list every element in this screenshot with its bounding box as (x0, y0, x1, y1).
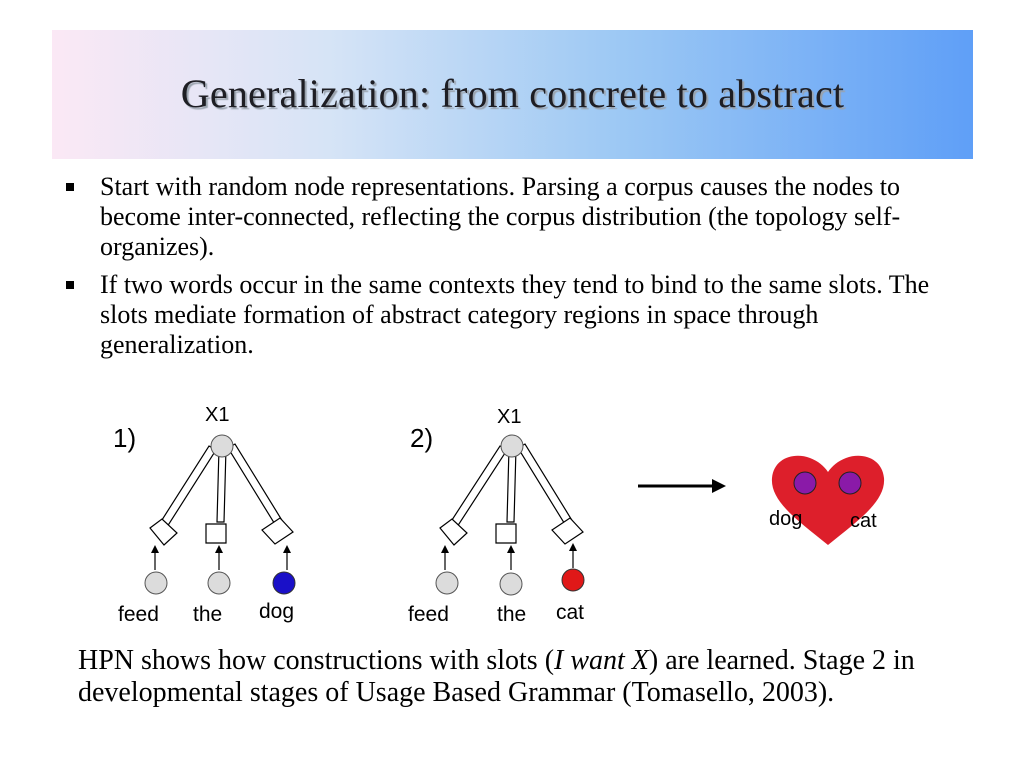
slot-socket (551, 517, 584, 545)
arrowhead-icon (569, 543, 577, 551)
panel-2-top-label: X1 (497, 406, 521, 428)
word-node-cat (561, 568, 585, 592)
merged-node-dog (793, 471, 817, 495)
word-label: feed (408, 603, 449, 626)
panel-2-slot-arms (439, 443, 584, 546)
panel-2-top-node (500, 434, 524, 458)
panel-1: 1) X1 feed the dog (113, 404, 296, 626)
slot-arm (506, 447, 517, 523)
arrowhead-icon (151, 545, 159, 553)
caption-text: ) are learned. Stage 2 in developmental … (78, 645, 915, 708)
title-banner: Generalization: from concrete to abstrac… (52, 30, 973, 159)
slot-arm (517, 443, 574, 527)
panel-1-arrows (154, 550, 288, 570)
slot-socket (261, 517, 294, 545)
bullet-item: If two words occur in the same contexts … (62, 270, 962, 360)
word-label: cat (556, 601, 584, 624)
arrowhead-icon (215, 545, 223, 553)
word-label: dog (259, 600, 294, 623)
slot-arm (449, 445, 508, 528)
slot-socket (205, 523, 227, 544)
slot-socket (149, 518, 178, 546)
category-region: dog cat (769, 455, 885, 545)
square-bullet-icon (66, 183, 74, 191)
word-node-feed (144, 571, 168, 595)
word-node-the (499, 572, 523, 596)
merged-node-cat (838, 471, 862, 495)
arrow-right-icon (712, 479, 726, 493)
word-label: feed (118, 603, 159, 626)
panel-1-top-node (210, 434, 234, 458)
panel-2-number: 2) (410, 423, 433, 453)
panel-1-number: 1) (113, 423, 136, 453)
word-node-dog (272, 571, 296, 595)
word-label: the (497, 603, 526, 626)
arrowhead-icon (441, 545, 449, 553)
word-node-feed (435, 571, 459, 595)
panel-1-slot-arms (149, 443, 294, 546)
panel-2-arrowheads (441, 543, 577, 553)
panel-1-top-label: X1 (205, 404, 229, 426)
slot-arm (216, 447, 227, 523)
region-label: dog (769, 508, 802, 530)
panel-2-arrows (444, 548, 574, 570)
transition-arrow (638, 479, 726, 493)
region-label: cat (850, 510, 877, 532)
arrowhead-icon (283, 545, 291, 553)
caption-example: I want X (554, 645, 649, 676)
slot-socket (439, 518, 468, 546)
bullet-text: If two words occur in the same contexts … (100, 270, 930, 359)
square-bullet-icon (66, 281, 74, 289)
slot-socket (495, 523, 517, 544)
panel-1-arrowheads (151, 545, 291, 553)
caption: HPN shows how constructions with slots (… (78, 645, 958, 709)
arrowhead-icon (507, 545, 515, 553)
slide-title: Generalization: from concrete to abstrac… (180, 71, 845, 116)
slot-arm (227, 443, 284, 527)
word-label: the (193, 603, 222, 626)
slot-arm (159, 445, 217, 528)
bullet-text: Start with random node representations. … (100, 172, 901, 261)
bullet-list: Start with random node representations. … (62, 172, 962, 368)
word-node-the (207, 571, 231, 595)
bullet-item: Start with random node representations. … (62, 172, 962, 262)
panel-2: 2) X1 feed the cat (408, 406, 585, 626)
caption-text: HPN shows how constructions with slots ( (78, 645, 555, 676)
